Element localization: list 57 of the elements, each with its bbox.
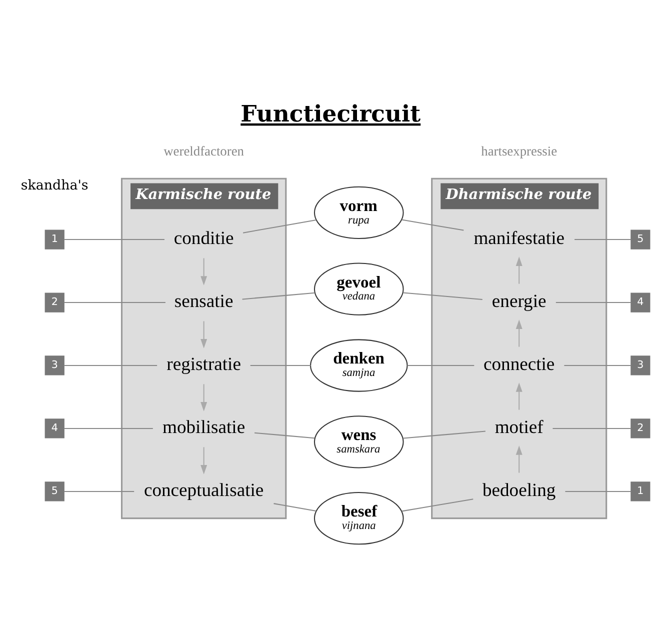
node-box: 2 bbox=[630, 418, 650, 438]
connector bbox=[64, 428, 153, 429]
node-text: mobilisatie bbox=[162, 417, 246, 438]
connector bbox=[556, 302, 631, 304]
node-box: 3 bbox=[44, 356, 64, 376]
connector bbox=[64, 490, 134, 492]
node-label: hartsexpressie bbox=[481, 143, 558, 158]
node-label: wereldfactoren bbox=[164, 143, 244, 158]
diagram-title: Functiecircuit bbox=[240, 101, 421, 128]
connector bbox=[250, 364, 311, 366]
connector bbox=[402, 498, 474, 512]
connector bbox=[552, 428, 631, 429]
node-text: registratie bbox=[166, 354, 241, 376]
node-box: 2 bbox=[44, 292, 64, 312]
connector bbox=[403, 430, 486, 439]
node-ellipse: denken samjna bbox=[310, 339, 408, 392]
arrow bbox=[516, 320, 522, 347]
node-box: 3 bbox=[630, 356, 650, 376]
connector bbox=[403, 292, 482, 300]
connector bbox=[407, 364, 474, 366]
node-text: sensatie bbox=[174, 291, 234, 312]
connector bbox=[564, 364, 631, 366]
arrow bbox=[200, 321, 208, 348]
node-text: connectie bbox=[484, 354, 555, 376]
connector bbox=[64, 364, 158, 366]
arrow bbox=[516, 256, 522, 284]
node-text: conceptualisatie bbox=[144, 480, 264, 502]
connector bbox=[242, 220, 316, 234]
node-ellipse: wens samskara bbox=[314, 416, 404, 468]
node-text: energie bbox=[492, 291, 546, 312]
connector bbox=[574, 239, 632, 240]
node-box: 5 bbox=[44, 482, 64, 502]
arrow bbox=[200, 447, 208, 474]
node-box: 1 bbox=[44, 230, 64, 250]
connector bbox=[254, 432, 315, 439]
node-box: 5 bbox=[630, 230, 650, 250]
node-ellipse: besef vijnana bbox=[314, 492, 404, 545]
connector bbox=[565, 490, 631, 492]
connector bbox=[274, 503, 316, 512]
connector bbox=[64, 239, 164, 240]
node-box: 4 bbox=[630, 292, 650, 312]
arrow bbox=[516, 382, 522, 410]
arrow bbox=[516, 446, 522, 473]
arrow bbox=[200, 384, 208, 412]
node-ellipse: gevoel vedana bbox=[314, 262, 404, 316]
node-text: conditie bbox=[174, 228, 234, 250]
node-box: 4 bbox=[44, 418, 64, 438]
node-box: 1 bbox=[630, 482, 650, 502]
node-text: manifestatie bbox=[474, 228, 564, 250]
node-text: bedoeling bbox=[482, 480, 556, 502]
connector bbox=[242, 292, 315, 300]
label: skandha's bbox=[20, 178, 88, 194]
connector bbox=[64, 302, 166, 304]
node-text: motief bbox=[494, 417, 544, 438]
node-ellipse: vorm rupa bbox=[314, 186, 404, 239]
connector bbox=[402, 219, 464, 231]
arrow bbox=[200, 258, 208, 286]
